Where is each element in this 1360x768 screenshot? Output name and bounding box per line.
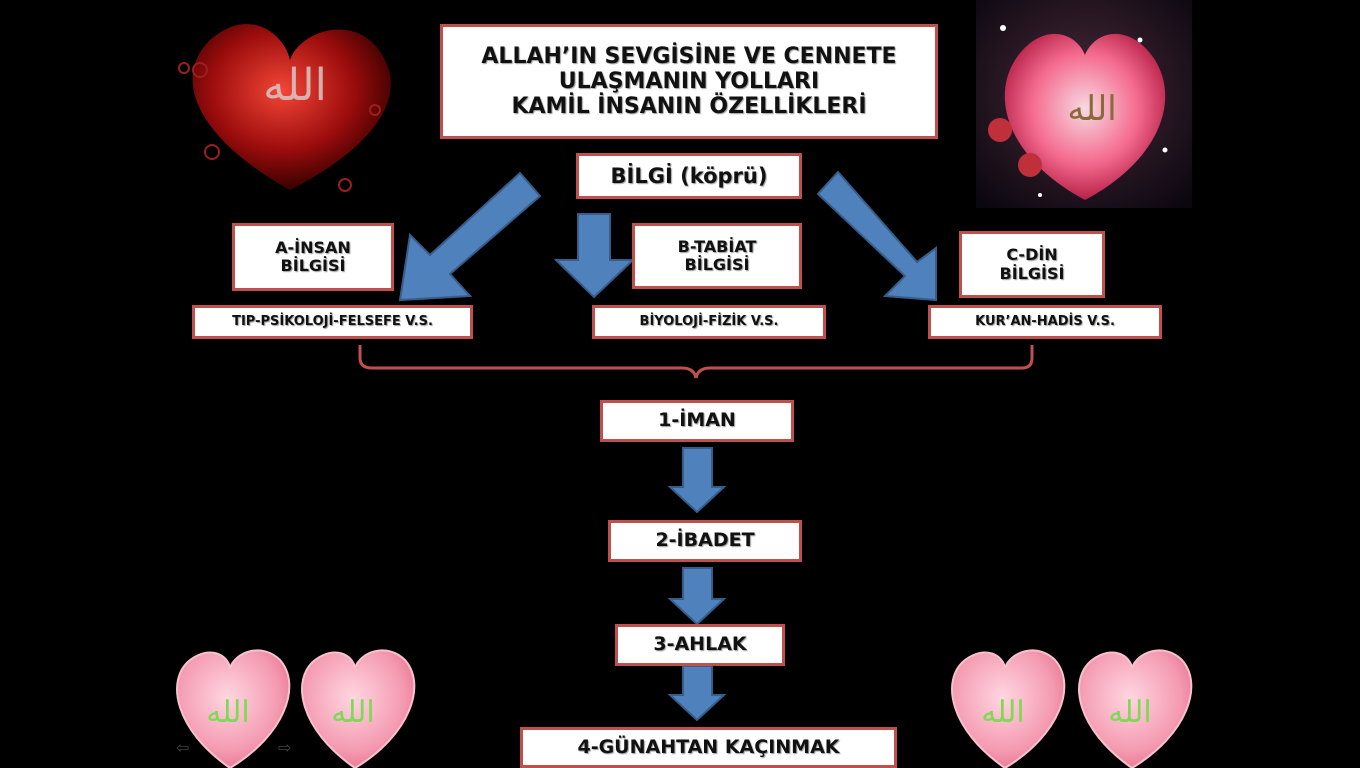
bracket [358, 345, 1034, 379]
heart-calligraphy-4: الله [1108, 695, 1152, 730]
heart-calligraphy-2: الله [331, 695, 375, 730]
category-c-examples: KUR’AN-HADİS V.S. [928, 305, 1162, 339]
category-a-examples: TIP-PSİKOLOJİ-FELSEFE V.S. [192, 305, 473, 339]
prev-slide-icon[interactable]: ⇦ [176, 738, 190, 757]
title-line-1: ALLAH’IN SEVGİSİNE VE CENNETE [481, 43, 897, 69]
arrow-1-2 [667, 447, 727, 514]
step-3-ahlak: 3-AHLAK [615, 624, 785, 666]
category-c-line-2: BİLGİSİ [999, 263, 1065, 283]
category-a-line-2: BİLGİSİ [280, 256, 346, 275]
next-slide-icon[interactable]: ⇨ [278, 738, 292, 757]
category-c-box: C-DİN BİLGİSİ [959, 231, 1105, 298]
calligraphy-text-1: الله [263, 60, 327, 111]
category-a-box: A-İNSAN BİLGİSİ [232, 223, 394, 291]
diagram-title-box: ALLAH’IN SEVGİSİNE VE CENNETE ULAŞMANIN … [440, 24, 938, 139]
category-c-line-1: C-DİN [1006, 245, 1058, 265]
step-1-iman: 1-İMAN [600, 400, 794, 442]
arrow-2-3 [667, 567, 727, 626]
calligraphy-text-2: الله [1067, 89, 1116, 129]
category-b-line-1: B-TABİAT [677, 236, 757, 256]
pink-heart-bottom-3: الله [951, 649, 1066, 768]
category-b-examples: BİYOLOJİ-FİZİK V.S. [592, 305, 826, 339]
category-b-line-2: BİLGİSİ [684, 255, 750, 274]
pink-heart-bottom-4: الله [1078, 649, 1193, 768]
category-b-box: B-TABİAT BİLGİSİ [632, 223, 802, 289]
arrow-to-b [553, 213, 636, 299]
root-node-bilgi: BİLGİ (köprü) [576, 153, 802, 199]
step-2-ibadet: 2-İBADET [608, 520, 802, 562]
title-line-3: KAMİL İNSANIN ÖZELLİKLERİ [511, 94, 867, 120]
arrow-to-c [816, 170, 937, 302]
title-line-2: ULAŞMANIN YOLLARI [558, 68, 820, 94]
heart-calligraphy-1: الله [206, 695, 250, 730]
arrow-3-4 [667, 665, 727, 722]
step-4-gunahtan-kacinmak: 4-GÜNAHTAN KAÇINMAK [520, 727, 897, 768]
pink-heart-bottom-2: الله [301, 649, 416, 768]
heart-calligraphy-3: الله [981, 695, 1025, 730]
pink-heart-bottom-1: الله [176, 649, 291, 768]
arrow-to-a [398, 171, 542, 302]
category-a-line-1: A-İNSAN [275, 237, 351, 257]
